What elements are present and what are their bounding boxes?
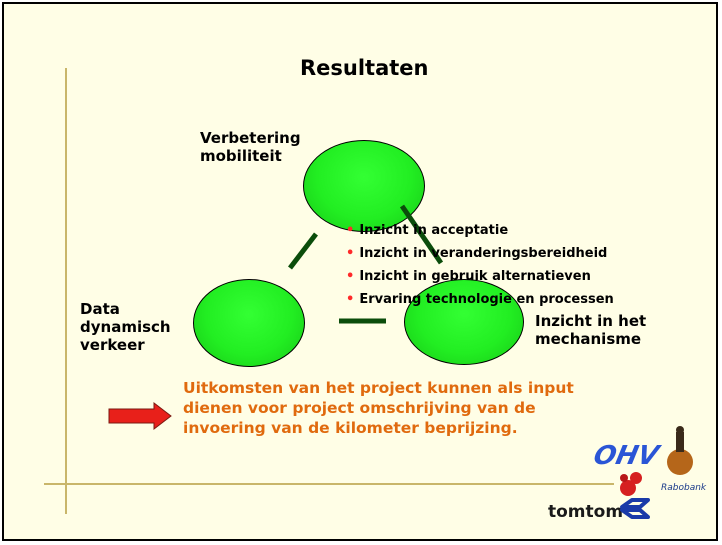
conclusion-line: invoering van de kilometer beprijzing. [183, 419, 518, 437]
connector-top-right [399, 204, 444, 265]
connector-top-left [288, 232, 318, 270]
bullet-item: •Ervaring technologie en processen [346, 292, 614, 307]
ohv-logo-icon: OHV [591, 441, 664, 471]
label-right-line: mechanisme [535, 330, 642, 348]
bullet-item: •Inzicht in veranderingsbereidheid [346, 246, 608, 261]
conclusion-line: dienen voor project omschrijving van de [183, 399, 536, 417]
svg-text:OHV: OHV [591, 441, 664, 471]
slide-title: Resultaten [300, 56, 429, 80]
ellipse-right [404, 279, 524, 365]
label-top-line: mobiliteit [200, 147, 282, 165]
svg-text:tomtom: tomtom [548, 502, 623, 522]
bullet-dot-icon: • [346, 223, 355, 238]
label-left-line: dynamisch [80, 318, 171, 336]
ellipse-top [303, 140, 425, 232]
label-right-line: Inzicht in het [535, 312, 647, 330]
bullet-item: •Inzicht in acceptatie [346, 223, 509, 238]
bullet-dot-icon: • [346, 269, 355, 284]
rabobank-logo-icon: Rabobank [661, 426, 707, 493]
ns-logo-icon [620, 498, 650, 519]
conclusion-text: Uitkomsten van het project kunnen als in… [183, 378, 574, 438]
svg-text:Rabobank: Rabobank [661, 483, 707, 493]
ellipse-left [193, 279, 305, 367]
red-figures-icon [620, 472, 642, 496]
vertical-rule [65, 68, 67, 514]
tomtom-logo-icon: tomtom [548, 502, 623, 522]
label-left-line: verkeer [80, 336, 145, 354]
label-top: Verbetering mobiliteit [200, 129, 301, 165]
red-arrow-icon [108, 401, 172, 431]
label-right: Inzicht in het mechanisme [535, 312, 646, 348]
result-bullets: •Inzicht in acceptatie •Inzicht in veran… [346, 219, 614, 311]
bullet-dot-icon: • [346, 292, 355, 307]
label-left: Data dynamisch verkeer [80, 300, 171, 354]
horizontal-rule [44, 483, 614, 485]
bullet-item: •Inzicht in gebruik alternatieven [346, 269, 591, 284]
bullet-dot-icon: • [346, 246, 355, 261]
conclusion-line: Uitkomsten van het project kunnen als in… [183, 379, 574, 397]
label-top-line: Verbetering [200, 129, 301, 147]
label-left-line: Data [80, 300, 120, 318]
